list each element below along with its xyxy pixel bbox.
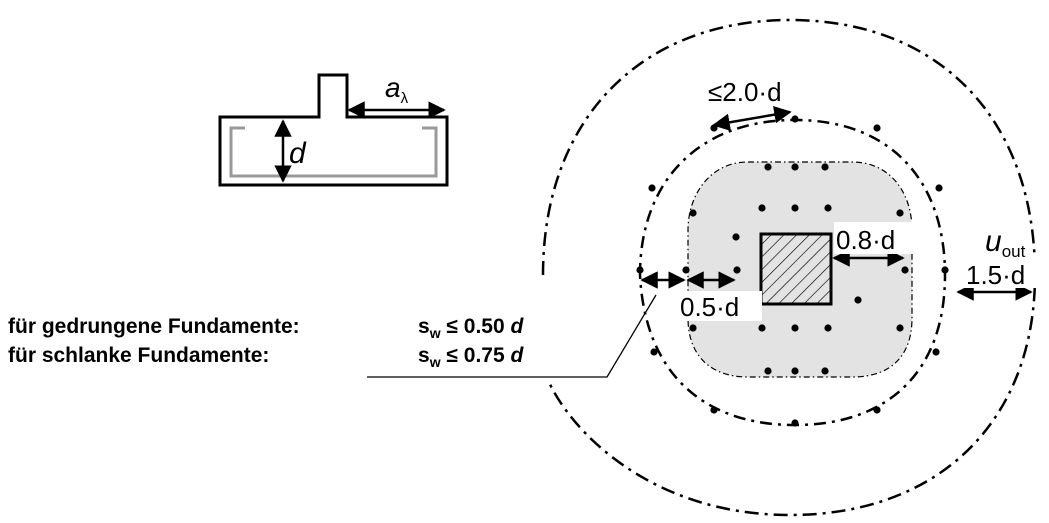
stud — [896, 324, 904, 332]
inner-control-perimeter — [638, 118, 947, 427]
stud — [935, 184, 943, 192]
a-lambda-subscript: λ — [401, 90, 409, 107]
label-bg-0-5d — [678, 291, 762, 321]
stud — [758, 324, 766, 332]
stud — [732, 233, 740, 241]
stud — [682, 266, 690, 274]
stud — [824, 204, 832, 212]
a-lambda-label: a — [385, 72, 401, 103]
stud — [824, 324, 832, 332]
note-slender-d: d — [510, 344, 524, 367]
perimeter-studs — [636, 115, 949, 427]
stud — [758, 204, 766, 212]
note-slender-s: s — [418, 344, 430, 367]
footing-outline — [218, 73, 449, 187]
rebar-top-left — [229, 126, 245, 134]
stud — [854, 296, 862, 304]
note-leader-line — [367, 294, 657, 378]
plan-view: ≤2.0·d 0.8·d 0.5·d 1.5·d uout — [541, 18, 1044, 517]
stud — [791, 419, 799, 427]
note-compact-d: d — [510, 315, 524, 338]
stud — [689, 324, 697, 332]
stud — [932, 348, 940, 356]
d-label: d — [289, 137, 307, 170]
note-slender-label: für schlanke Fundamente: — [8, 344, 269, 367]
stud — [901, 266, 909, 274]
note-compact-s: s — [418, 315, 430, 338]
u-out-label: u — [985, 225, 1002, 258]
stud — [650, 348, 658, 356]
note-slender-relation: ≤ 0.75 — [441, 344, 511, 367]
rebar-top-right — [422, 126, 438, 134]
label-bg-1-5d — [964, 258, 1044, 288]
note-compact-w: w — [429, 325, 441, 341]
note-compact-foundation: für gedrungene Fundamente: sw ≤ 0.50 d — [8, 315, 524, 341]
dimension-1-5d-label: 1.5·d — [966, 260, 1025, 290]
stud — [873, 406, 881, 414]
note-slender-foundation: für schlanke Fundamente: sw ≤ 0.75 d — [8, 344, 524, 370]
dimension-0-8d-label: 0.8·d — [836, 225, 895, 255]
footing-section: aλ d — [218, 72, 449, 187]
stud — [733, 266, 741, 274]
dimension-0-5d-label: 0.5·d — [680, 292, 739, 322]
spacing-notes: für gedrungene Fundamente: sw ≤ 0.50 d fü… — [8, 294, 657, 378]
stud — [821, 367, 829, 375]
stud — [821, 163, 829, 171]
stud — [689, 209, 697, 217]
spacing-dimension-arrow — [712, 106, 792, 131]
label-bg-0-8d — [834, 222, 916, 254]
svg-text:uout: uout — [985, 225, 1026, 261]
label-bg-spacing — [706, 75, 800, 105]
stud — [791, 204, 799, 212]
stud — [648, 184, 656, 192]
svg-text:aλ: aλ — [385, 72, 409, 107]
stud — [791, 115, 799, 123]
outer-control-perimeter — [541, 18, 1037, 517]
stud — [791, 324, 799, 332]
stud — [764, 163, 772, 171]
stud — [896, 209, 904, 217]
stud — [636, 266, 644, 274]
stud — [764, 367, 772, 375]
u-out-subscript: out — [1002, 242, 1026, 261]
note-compact-label: für gedrungene Fundamente: — [8, 315, 300, 338]
column-hatched — [759, 232, 833, 306]
spacing-label: ≤2.0·d — [708, 77, 782, 107]
note-slender-w: w — [429, 354, 441, 370]
stud — [791, 367, 799, 375]
stud — [710, 406, 718, 414]
stud — [873, 124, 881, 132]
stud — [941, 266, 949, 274]
stud — [791, 163, 799, 171]
note-compact-relation: ≤ 0.50 — [441, 315, 511, 338]
rebar-lower — [229, 128, 438, 178]
